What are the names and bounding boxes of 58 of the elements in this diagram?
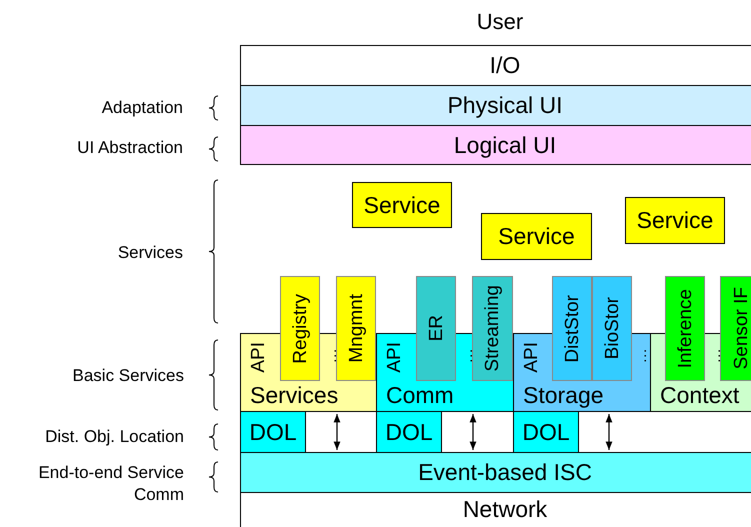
layer-label: Service — [498, 223, 575, 250]
component-tab — [552, 276, 592, 381]
component-label: Sensor IF — [732, 287, 750, 370]
layer-label: I/O — [490, 52, 520, 79]
layer-band — [240, 125, 751, 165]
block-label: Services — [250, 384, 338, 407]
layer-name: Adaptation — [102, 97, 183, 119]
component-label: DistStor — [562, 294, 582, 362]
api-label: API — [249, 342, 268, 373]
service-box — [625, 197, 725, 244]
dol-box — [240, 411, 306, 453]
component-tab — [472, 276, 513, 381]
double-arrow — [334, 414, 340, 450]
layer-label: User — [476, 8, 524, 36]
component-label: ER — [426, 315, 446, 342]
double-arrow — [606, 414, 612, 450]
layer-band — [240, 85, 751, 126]
layer-name: End-to-end Service Comm — [37, 462, 184, 506]
layer-label: Service — [364, 192, 440, 218]
component-label: Mngmnt — [346, 294, 366, 363]
layer-label: Service — [636, 207, 714, 234]
block-label: Context — [660, 384, 740, 407]
component-label: BioStor — [602, 297, 622, 360]
layer-band — [240, 45, 751, 86]
layer-name: Services — [118, 242, 183, 264]
service-box — [481, 213, 592, 260]
dol-box — [513, 411, 579, 453]
component-tab — [592, 276, 632, 381]
ellipsis-mark: ... — [458, 348, 476, 363]
layer-band — [240, 452, 751, 493]
layer-name: Dist. Obj. Location — [45, 426, 184, 448]
ellipsis-mark: ... — [632, 348, 650, 363]
api-label: API — [522, 342, 541, 373]
component-label: Registry — [290, 294, 310, 364]
layer-label: Network — [462, 496, 548, 522]
component-tab — [416, 276, 456, 381]
component-tab — [720, 276, 751, 381]
ellipsis-mark: ... — [322, 348, 340, 363]
layer-label: Logical UI — [454, 132, 556, 158]
layer-label: DOL — [249, 418, 297, 446]
layer-label: Physical UI — [447, 92, 563, 119]
layer-name: Basic Services — [72, 365, 184, 387]
dol-box — [376, 411, 442, 453]
component-tab — [336, 276, 376, 381]
component-tab — [280, 276, 320, 381]
double-arrow — [470, 414, 476, 450]
component-label: Inference — [676, 288, 694, 368]
layer-label: DOL — [522, 418, 570, 446]
ellipsis-mark: ... — [706, 348, 724, 363]
component-label: Streaming — [483, 285, 502, 372]
api-label: API — [385, 342, 404, 373]
layer-name: UI Abstraction — [77, 137, 183, 159]
block-label: Comm — [386, 384, 454, 407]
block-label: Storage — [523, 384, 604, 407]
component-tab — [665, 276, 705, 381]
layer-label: Event-based ISC — [418, 459, 592, 486]
service-box — [352, 182, 452, 228]
layer-label: DOL — [385, 418, 433, 446]
